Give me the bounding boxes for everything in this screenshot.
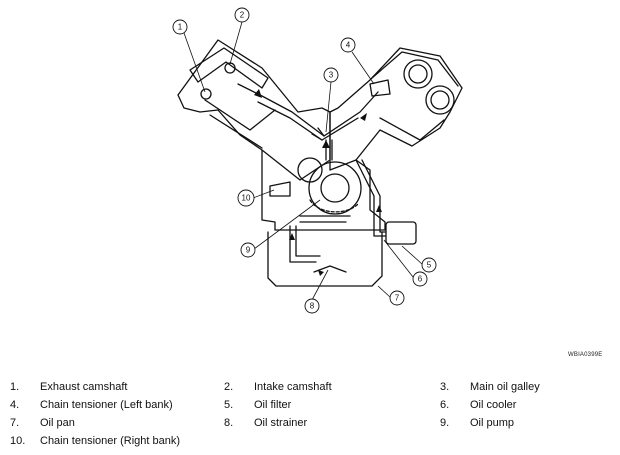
svg-text:7: 7: [395, 294, 400, 303]
callout-3: 3: [323, 67, 339, 83]
right-bank-tensioner: [269, 181, 291, 197]
callout-10: 10: [237, 189, 255, 207]
oil-strainer-outline: [313, 265, 347, 273]
flow-arrow: [376, 205, 382, 212]
legend: 1.Exhaust camshaft 2.Intake camshaft 3.M…: [0, 375, 620, 455]
pickup-passage: [289, 225, 321, 263]
engine-lubrication-diagram: 1 2 3 4 5 6 7 8 9 10: [172, 7, 463, 314]
callout-4: 4: [340, 37, 356, 53]
legend-item: 10.Chain tensioner (Right bank): [10, 435, 181, 447]
main-galley-passage: [317, 91, 379, 137]
callout-5: 5: [421, 257, 437, 273]
left-exhaust-camshaft: [200, 88, 212, 100]
legend-item: 8.Oil strainer: [224, 417, 308, 429]
legend-item: 9.Oil pump: [440, 417, 515, 429]
legend-item: 2.Intake camshaft: [224, 381, 332, 393]
legend-item: 1.Exhaust camshaft: [10, 381, 128, 393]
right-camshaft-a: [403, 59, 433, 89]
legend-item: 4.Chain tensioner (Left bank): [10, 399, 173, 411]
left-bank-tensioner: [369, 79, 391, 97]
svg-text:9: 9: [246, 246, 251, 255]
engine-block: [261, 149, 386, 231]
callout-8: 8: [304, 298, 320, 314]
oil-filter-body: [385, 221, 417, 245]
svg-text:5: 5: [427, 261, 432, 270]
callout-1: 1: [172, 19, 188, 35]
svg-text:6: 6: [418, 275, 423, 284]
legend-item: 7.Oil pan: [10, 417, 75, 429]
callout-2: 2: [234, 7, 250, 23]
oil-pump-body: [308, 161, 362, 215]
flow-arrow: [318, 270, 324, 276]
oil-pan-outline: [267, 231, 383, 287]
flow-arrow: [360, 113, 367, 121]
callout-6: 6: [412, 271, 428, 287]
svg-text:3: 3: [329, 71, 334, 80]
legend-item: 5.Oil filter: [224, 399, 292, 411]
svg-text:1: 1: [178, 23, 183, 32]
figure-code: WBIA0399E: [568, 352, 603, 358]
flow-arrow: [322, 140, 330, 148]
callout-7: 7: [389, 290, 405, 306]
flow-arrow: [254, 89, 262, 98]
svg-text:8: 8: [310, 302, 315, 311]
callout-9: 9: [240, 242, 256, 258]
svg-text:2: 2: [240, 11, 245, 20]
svg-text:4: 4: [346, 41, 351, 50]
left-cylinder-bank: [177, 39, 331, 181]
legend-item: 3.Main oil galley: [440, 381, 540, 393]
crank-pulley: [297, 157, 323, 183]
svg-text:10: 10: [242, 194, 251, 203]
right-camshaft-b: [425, 85, 455, 115]
leader-lines: [183, 21, 423, 301]
flow-arrow: [289, 233, 295, 240]
legend-item: 6.Oil cooler: [440, 399, 517, 411]
